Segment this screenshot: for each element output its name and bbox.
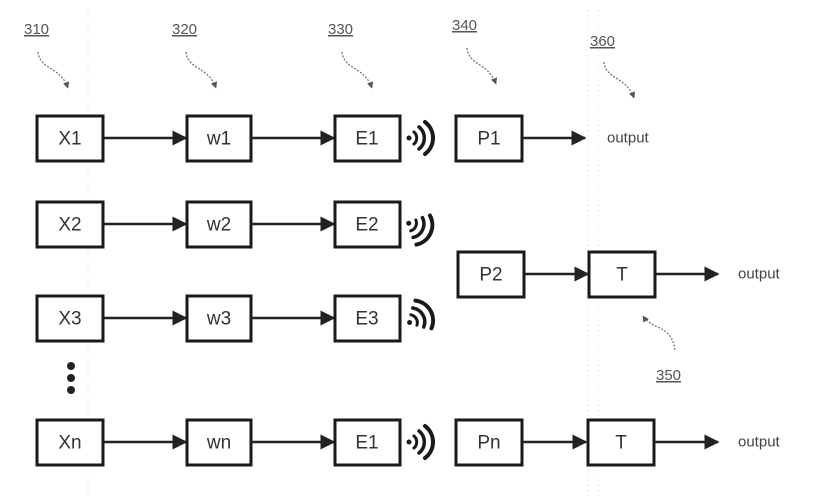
weight-label: wn [206, 433, 231, 454]
leader-330 [341, 51, 374, 89]
input-box-x3 [35, 294, 105, 343]
emitter-box-e2 [333, 200, 402, 249]
leader-340 [466, 47, 498, 85]
wireless-signal-icon [407, 298, 436, 331]
emitter-box-en [333, 418, 402, 467]
wireless-signal-icon [406, 213, 435, 247]
leader-310 [37, 51, 70, 89]
row-3: X3 w3 E3 [35, 294, 436, 343]
input-label: Xn [58, 433, 81, 454]
weight-label: w2 [206, 215, 231, 236]
input-label: X1 [58, 129, 81, 150]
input-label: X3 [58, 309, 81, 330]
output-label: output [738, 266, 781, 283]
ref-320: 320 [172, 21, 197, 38]
emitter-label: E1 [355, 433, 378, 454]
ref-310: 310 [24, 21, 49, 38]
threshold-box-t [587, 250, 657, 299]
threshold-label: T [616, 265, 628, 286]
threshold-label: T [615, 433, 627, 454]
output-label: output [607, 130, 650, 147]
weight-label: w3 [206, 309, 231, 330]
receiver-label: Pn [477, 433, 500, 454]
ref-360: 360 [590, 33, 615, 50]
input-box-xn [35, 418, 105, 467]
ref-350: 350 [656, 367, 681, 384]
row-1: X1 w1 E1 P1 output [35, 114, 650, 163]
receiver-box-p1 [454, 114, 524, 163]
wireless-signal-icon [406, 120, 435, 156]
weight-label: w1 [206, 129, 231, 150]
leader-350 [642, 315, 676, 351]
emitter-box-e1 [333, 114, 402, 163]
leader-360 [603, 61, 636, 99]
receiver-box-p2 [456, 250, 526, 299]
emitter-label: E2 [355, 215, 378, 236]
emitter-label: E3 [355, 309, 378, 330]
emitter-box-e3 [333, 294, 402, 343]
ref-330: 330 [328, 21, 353, 38]
row-2: X2 w2 E2 [35, 200, 435, 249]
wireless-signal-icon [406, 424, 435, 460]
ellipsis-dots [67, 362, 75, 394]
middle-chain: P2 T output [456, 250, 781, 299]
input-label: X2 [58, 215, 81, 236]
row-n: Xn wn E1 Pn T output [35, 418, 781, 467]
threshold-box-t [586, 418, 656, 467]
leader-320 [185, 51, 218, 89]
receiver-label: P2 [479, 265, 502, 286]
emitter-label: E1 [355, 129, 378, 150]
ref-340: 340 [452, 17, 477, 34]
receiver-label: P1 [477, 129, 500, 150]
receiver-box-pn [454, 418, 524, 467]
output-label: output [738, 434, 781, 451]
